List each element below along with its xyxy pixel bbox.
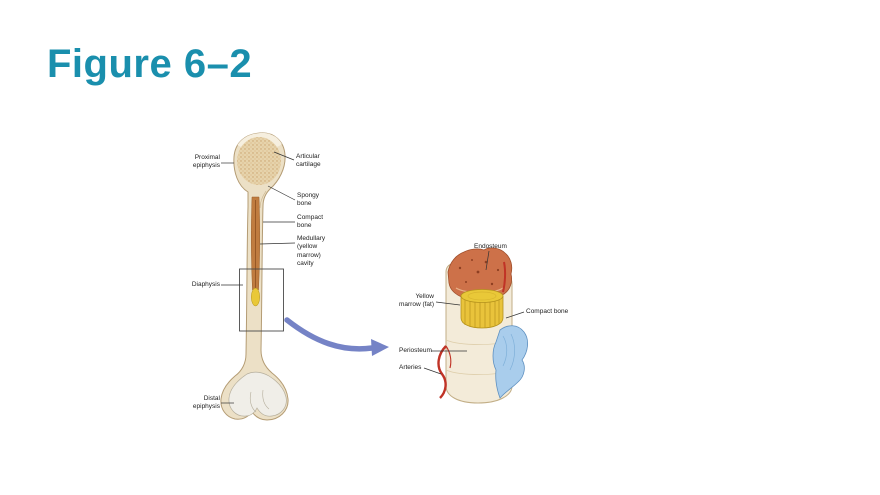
magnify-arrow: [284, 317, 389, 356]
bone-neck-line: [259, 190, 267, 209]
distal-condyles: [228, 371, 287, 417]
label-articular-cartilage: Articular cartilage: [296, 153, 321, 169]
condyle-grooves: [249, 389, 270, 413]
leader-lines: [221, 151, 525, 404]
label-endosteum: Endosteum: [474, 243, 507, 250]
spongy-speckles: [458, 259, 500, 286]
periosteum-flap: [492, 325, 528, 399]
marrow-ridges: [464, 297, 500, 328]
label-compact-bone: Compact bone: [297, 214, 324, 230]
label-compact-bone-detail: Compact bone: [526, 308, 569, 315]
label-proximal-epiphysis: Proximal epiphysis: [192, 154, 220, 170]
periosteum-flap-lines: [502, 333, 515, 371]
label-distal-epiphysis: Distal epiphysis: [192, 395, 220, 411]
magnify-arrow-head: [371, 339, 389, 356]
magnify-arrow-shaft: [284, 317, 375, 352]
yellow-marrow-cylinder: [460, 289, 504, 329]
artery-branch: [445, 345, 452, 369]
label-spongy-bone: Spongy bone: [297, 192, 320, 208]
label-arteries: Arteries: [399, 364, 422, 371]
label-medullary-cavity: Medullary (yellow marrow) cavity: [297, 235, 326, 268]
arteries-vessel: [437, 345, 447, 399]
long-bone-illustration: [220, 132, 289, 421]
magnified-region-box: [239, 268, 284, 332]
label-diaphysis: Diaphysis: [191, 281, 220, 288]
bone-section-illustration: [437, 247, 528, 404]
figure-title: Figure 6–2: [47, 42, 253, 86]
label-periosteum: Periosteum: [399, 347, 432, 354]
vessel-in-section: [502, 261, 507, 293]
yellow-marrow-spot: [251, 287, 260, 307]
spongy-bone-dots: [237, 137, 281, 185]
label-yellow-marrow: Yellow marrow (fat): [398, 293, 434, 309]
